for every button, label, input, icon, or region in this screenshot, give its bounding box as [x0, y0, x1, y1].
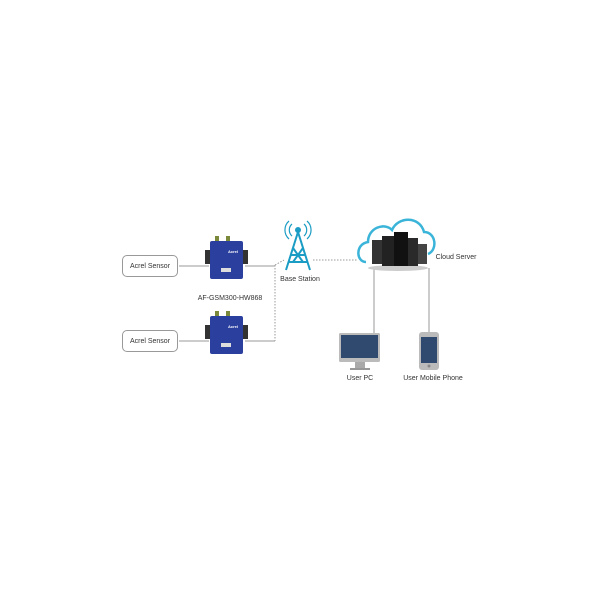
device-brand-logo: Acrel — [228, 324, 238, 329]
gateway-device-bottom: Acrel — [205, 311, 248, 354]
base-station-tower-icon — [284, 220, 312, 271]
user-phone-icon — [419, 332, 439, 370]
base-station-label: Base Station — [280, 276, 320, 283]
sensor-box-bottom: Acrel Sensor — [122, 330, 178, 352]
device-label: AF-GSM300-HW868 — [197, 295, 263, 302]
cloud-server-label: Cloud Server — [435, 254, 477, 261]
sensor-box-top: Acrel Sensor — [122, 255, 178, 277]
device-brand-logo: Acrel — [228, 249, 238, 254]
user-pc-monitor-icon — [339, 333, 380, 370]
line-junction-tower — [274, 259, 285, 266]
gateway-device-top: Acrel — [205, 236, 248, 279]
user-phone-label: User Mobile Phone — [403, 375, 463, 382]
connection-lines — [179, 259, 430, 342]
cloud-server-icon — [357, 218, 436, 271]
user-pc-label: User PC — [346, 375, 374, 382]
